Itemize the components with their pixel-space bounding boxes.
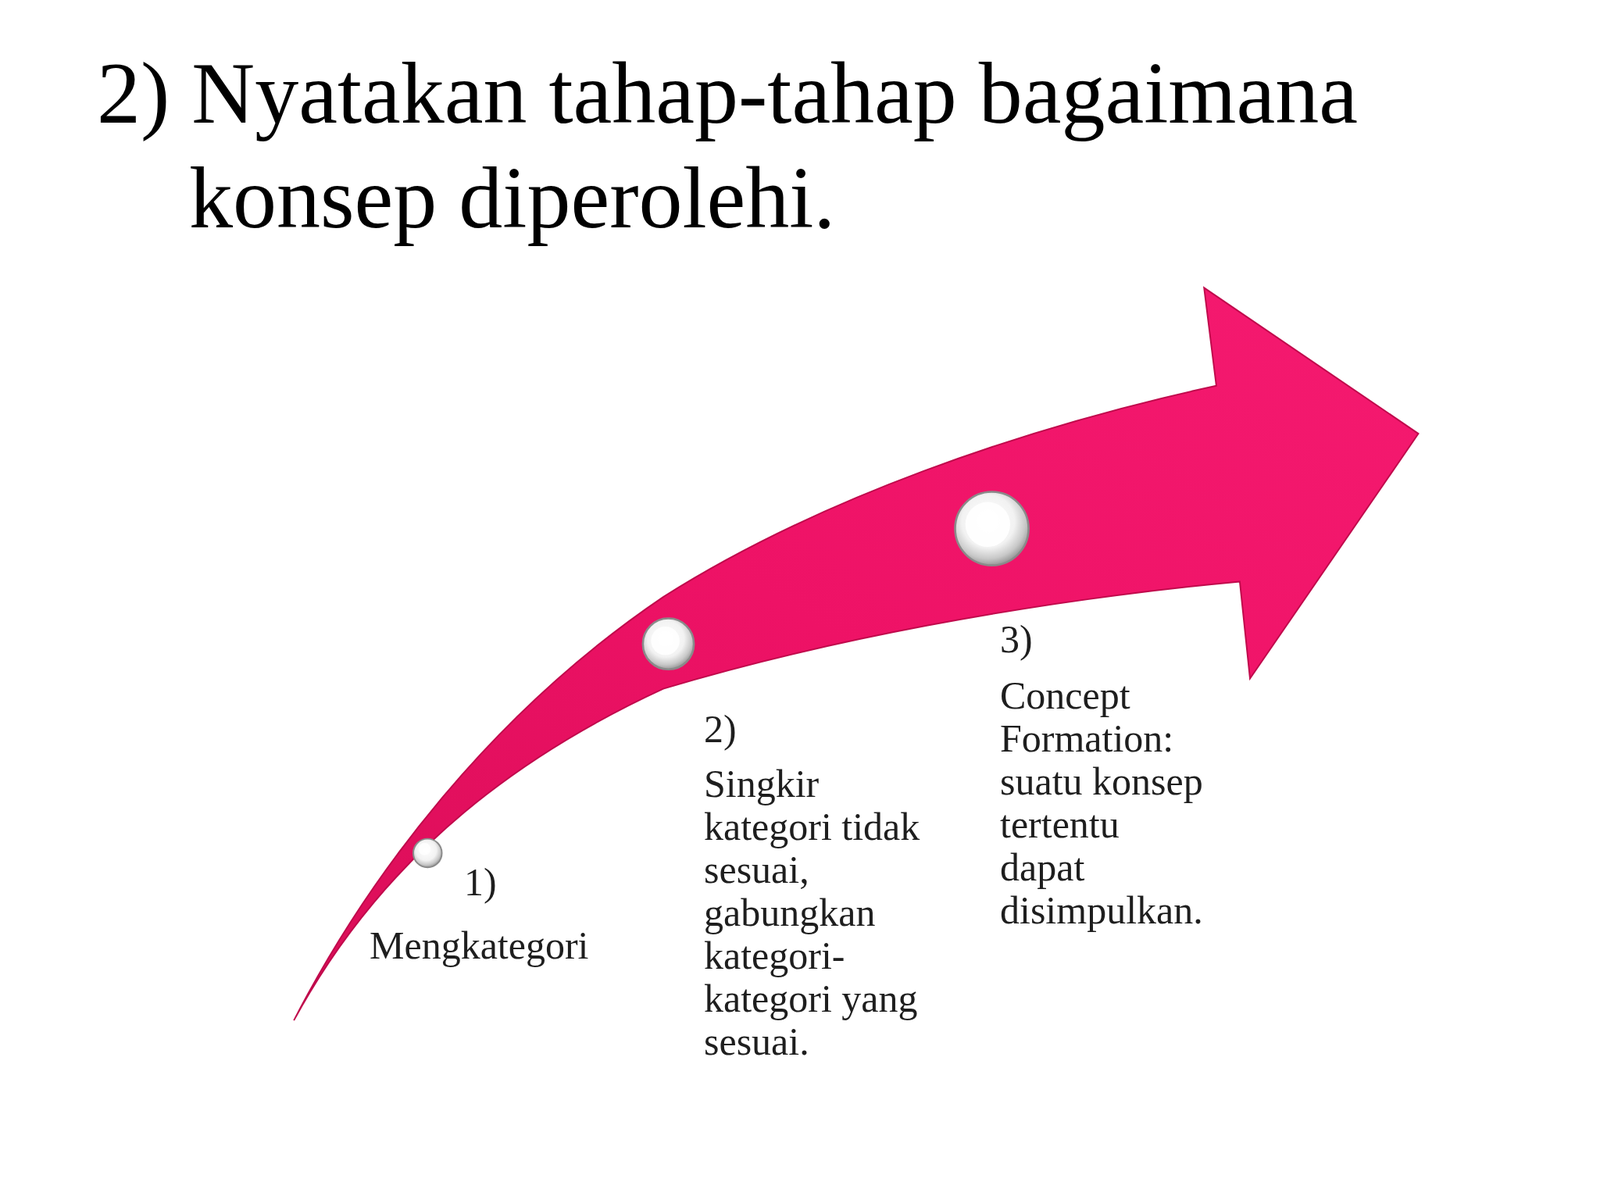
stage-bead bbox=[642, 618, 694, 670]
callout-number: 1) bbox=[464, 860, 497, 904]
stage-bead bbox=[413, 839, 443, 868]
stage-bead bbox=[955, 492, 1029, 566]
stage-label: Concept Formation: suatu konsep tertentu… bbox=[1000, 674, 1208, 933]
stage-label: Mengkategori bbox=[369, 924, 589, 968]
callout-number: 2) bbox=[703, 707, 737, 751]
callout-number: 3) bbox=[1000, 617, 1033, 661]
slide-title: 2) Nyatakan tahap-tahap bagaimana konsep… bbox=[96, 40, 1408, 251]
stage-label: Singkir kategori tidak sesuai, gabungkan… bbox=[703, 762, 935, 1064]
